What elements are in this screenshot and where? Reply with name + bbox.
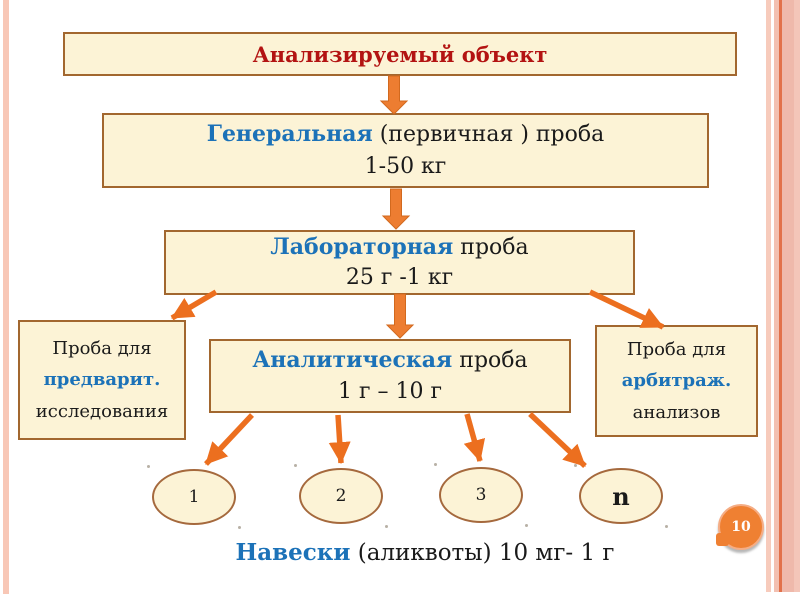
arrow-analytical-to-aliquot-1 [203,413,255,466]
aliquot-ellipse-2: 2 [294,464,388,528]
arrow-object-to-general [379,75,409,115]
general-sample-highlight: Генеральная [206,120,373,147]
preliminary-sample-line3: исследования [35,400,169,422]
analytical-sample-highlight: Аналитическая [252,346,453,373]
arrow-analytical-to-aliquot-3 [463,413,486,463]
arbitration-sample-highlight: арбитраж. [621,370,732,392]
aliquot-label-3: 3 [475,485,487,505]
general-sample-title: Генеральная (первичная ) проба [207,119,605,151]
aliquot-ellipse-1: 1 [147,465,241,529]
laboratory-sample-rest: проба [453,234,529,260]
arrow-analytical-to-aliquot-n [528,412,587,468]
preliminary-sample-box: Проба для предварит. исследования [18,320,186,440]
general-sample-box: Генеральная (первичная ) проба 1-50 кг [102,113,709,188]
general-sample-rest: (первичная ) проба [372,121,605,147]
arbitration-sample-line3: анализов [632,401,721,423]
arrow-laboratory-to-analytical [385,293,415,339]
left-frame-stripe [3,0,9,594]
analyzed-object-title: Анализируемый объект [252,41,548,67]
analytical-sample-box: Аналитическая проба 1 г – 10 г [209,339,571,413]
laboratory-sample-highlight: Лабораторная [270,233,454,260]
right-frame-stripe-thin [766,0,771,592]
arrow-laboratory-to-arbitration [588,289,665,330]
right-frame-stripe-band [774,0,800,592]
aliquot-label-1: 1 [188,487,200,507]
analyzed-object-box: Анализируемый объект [63,32,737,76]
arrow-analytical-to-aliquot-2 [328,414,351,465]
aliquot-ellipse-3: 3 [434,463,528,527]
aliquot-label-2: 2 [335,486,347,506]
arrow-laboratory-to-preliminary [170,289,218,321]
caption: Навески (аликвоты) 10 мг- 1 г [60,539,790,571]
general-sample-amount: 1-50 кг [364,153,447,179]
page-number-badge: 10 [716,504,764,550]
preliminary-sample-line1: Проба для [52,337,152,359]
arbitration-sample-box: Проба для арбитраж. анализов [595,325,758,437]
page-number: 10 [731,519,751,535]
arbitration-sample-line1: Проба для [626,338,727,360]
caption-rest: (аликвоты) 10 мг- 1 г [350,540,615,566]
arrow-general-to-laboratory [381,188,411,230]
badge-notch [716,533,729,546]
aliquot-ellipse-n: n [574,464,668,528]
laboratory-sample-amount: 25 г -1 кг [345,264,454,290]
analytical-sample-rest: проба [452,347,528,373]
laboratory-sample-title: Лабораторная проба [270,233,528,263]
aliquot-label-n: n [612,481,630,511]
analytical-sample-amount: 1 г – 10 г [337,378,443,404]
preliminary-sample-highlight: предварит. [43,369,161,391]
laboratory-sample-box: Лабораторная проба 25 г -1 кг [164,230,635,295]
caption-highlight: Навески [235,539,351,566]
analytical-sample-title: Аналитическая проба [252,345,527,377]
